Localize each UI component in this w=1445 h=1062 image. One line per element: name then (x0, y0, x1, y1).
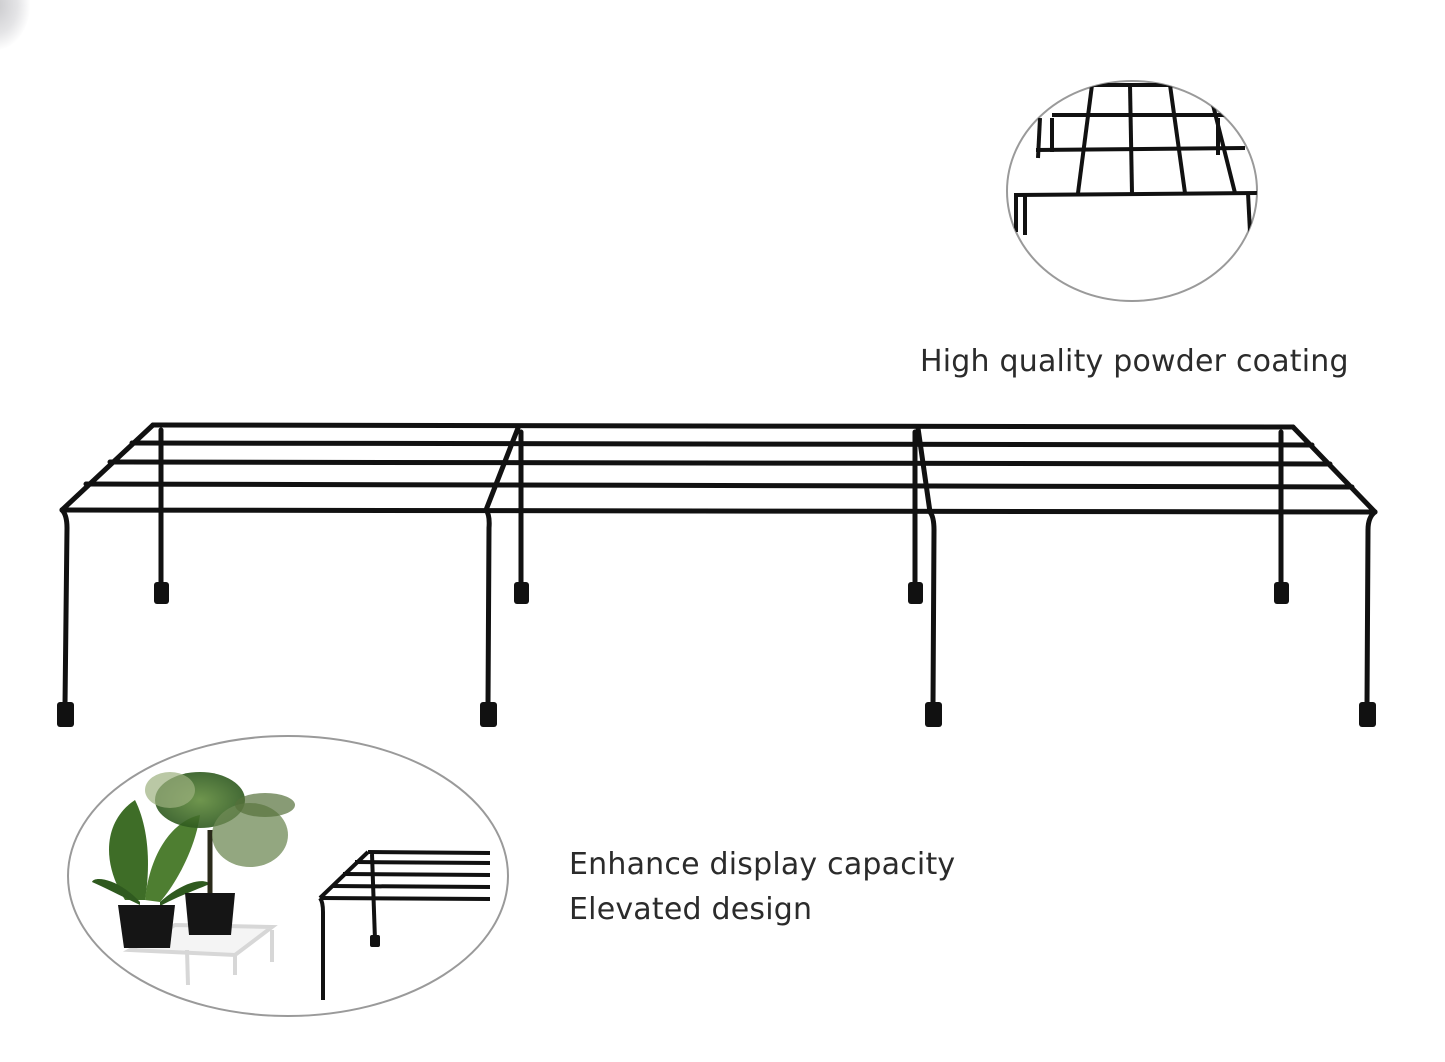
plant-left-icon (92, 800, 210, 948)
caption-enhance-display: Enhance display capacity (569, 847, 956, 882)
foot-front-1 (57, 702, 74, 727)
foot-front-3 (925, 702, 942, 727)
black-stand-icon (318, 850, 491, 1000)
caption-powder-coating: High quality powder coating (920, 344, 1349, 379)
rail-2 (129, 440, 1315, 448)
foot-back-1 (154, 582, 169, 604)
leg-front-4 (1364, 509, 1378, 708)
caption-display-block: Enhance display capacity Elevated design (569, 842, 955, 932)
pot-left-icon (118, 905, 175, 948)
pot-right-icon (185, 893, 235, 935)
foot-front-4 (1359, 702, 1376, 727)
foot-back-2 (514, 582, 529, 604)
rail-1 (150, 422, 1296, 430)
rail-3 (107, 459, 1333, 467)
rail-5 (59, 507, 1378, 515)
grid-detail-icon (1013, 83, 1257, 235)
foot-back-3 (908, 582, 923, 604)
foot-front-2 (480, 702, 497, 727)
foot-back-4 (1274, 582, 1289, 604)
caption-elevated-design: Elevated design (569, 892, 813, 927)
plant-right-icon (145, 772, 295, 935)
rail-4 (83, 481, 1355, 490)
leg-front-1 (59, 507, 70, 708)
leg-front-3 (927, 509, 937, 708)
leg-front-2 (483, 507, 492, 708)
